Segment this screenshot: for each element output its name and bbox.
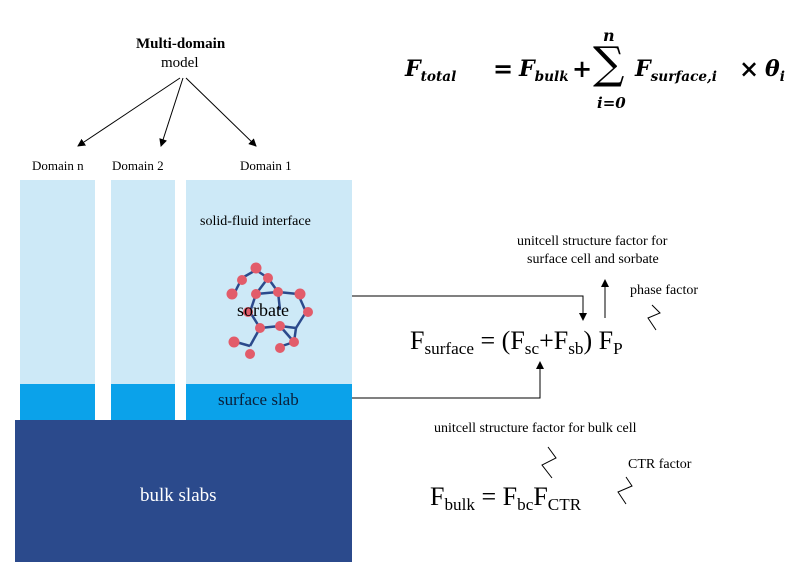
eq-total-equals: = [493, 54, 514, 83]
eq-total-lhs-sub: total [420, 68, 457, 85]
eq-surface-plus: +F [539, 326, 569, 355]
equation-total: Ftotal = Fbulk + n ∑ i=0 Fsurface,i × θi [405, 26, 800, 120]
eq-total-times: × [739, 54, 760, 83]
eq-surface-eq: = (F [480, 326, 525, 355]
ctr-factor-annotation: CTR factor [628, 457, 692, 472]
domain-1-surface-slab [186, 384, 352, 420]
domain-n-fluid [20, 180, 95, 384]
surface-factor-annotation-line1: unitcell structure factor for [517, 234, 668, 249]
eq-surface-sb-sub: sb [568, 339, 584, 359]
eq-total-term1-sub: bulk [534, 68, 569, 85]
domain-n-surface-slab [20, 384, 95, 420]
bulk-factor-annotation: unitcell structure factor for bulk cell [434, 421, 637, 436]
surface-factor-annotation-line2: surface cell and sorbate [527, 252, 659, 267]
eq-bulk-lhs: F [430, 482, 445, 511]
eq-bulk-eq: = F [481, 482, 518, 511]
model-label-line1: Multi-domain [136, 36, 226, 52]
ctr-zigzag [617, 476, 633, 505]
bulk-zigzag [541, 446, 557, 479]
arrow-to-domain-2 [159, 77, 184, 147]
surface-slab-label: surface slab [218, 390, 299, 409]
domain-1-label: Domain 1 [240, 158, 292, 173]
domain-2-label: Domain 2 [112, 158, 164, 173]
eq-bulk-ctr-sub: CTR [547, 495, 582, 515]
eq-total-lhs: F [405, 56, 421, 82]
equation-surface: Fsurface = (Fsc+Fsb) FP [410, 326, 623, 359]
eq-surface-lhs-sub: surface [424, 339, 474, 359]
arrow-to-domain-1 [185, 77, 257, 147]
arrow-to-domain-n [77, 77, 181, 147]
eq-total-theta-sub: i [779, 68, 785, 85]
eq-bulk-f2: F [533, 482, 548, 511]
eq-surface-lhs: F [410, 326, 425, 355]
eq-total-term1: F [519, 56, 535, 82]
bulk-slabs [15, 420, 352, 562]
eq-bulk-lhs-sub: bulk [444, 495, 475, 515]
domain-2-surface-slab [111, 384, 175, 420]
sorbate-molecule [226, 262, 313, 359]
interface-label: solid-fluid interface [200, 214, 311, 229]
eq-total-plus: + [572, 54, 593, 83]
eq-total-term2-sub: surface,i [650, 68, 717, 85]
eq-total-sum-symbol: ∑ [593, 38, 625, 89]
phase-zigzag [647, 304, 661, 331]
eq-total-sum-lower: i=0 [597, 94, 626, 112]
model-label-line2: model [161, 55, 199, 71]
sorbate-connector [352, 295, 587, 321]
eq-surface-p-sub: P [613, 339, 623, 359]
eq-surface-close: ) F [583, 326, 614, 355]
eq-total-sum-upper: n [603, 26, 615, 45]
domain-2-fluid [111, 180, 175, 384]
slab-connector [352, 361, 544, 399]
eq-bulk-bc-sub: bc [517, 495, 534, 515]
domain-n-label: Domain n [32, 158, 84, 173]
eq-surface-sc-sub: sc [524, 339, 540, 359]
eq-total-term2: F [635, 56, 651, 82]
eq-total-theta: θ [765, 56, 780, 82]
equation-bulk: Fbulk = FbcFCTR [430, 482, 582, 515]
sorbate-label: sorbate [237, 300, 289, 320]
bulk-slabs-label: bulk slabs [140, 485, 217, 506]
phase-factor-annotation: phase factor [630, 283, 699, 298]
